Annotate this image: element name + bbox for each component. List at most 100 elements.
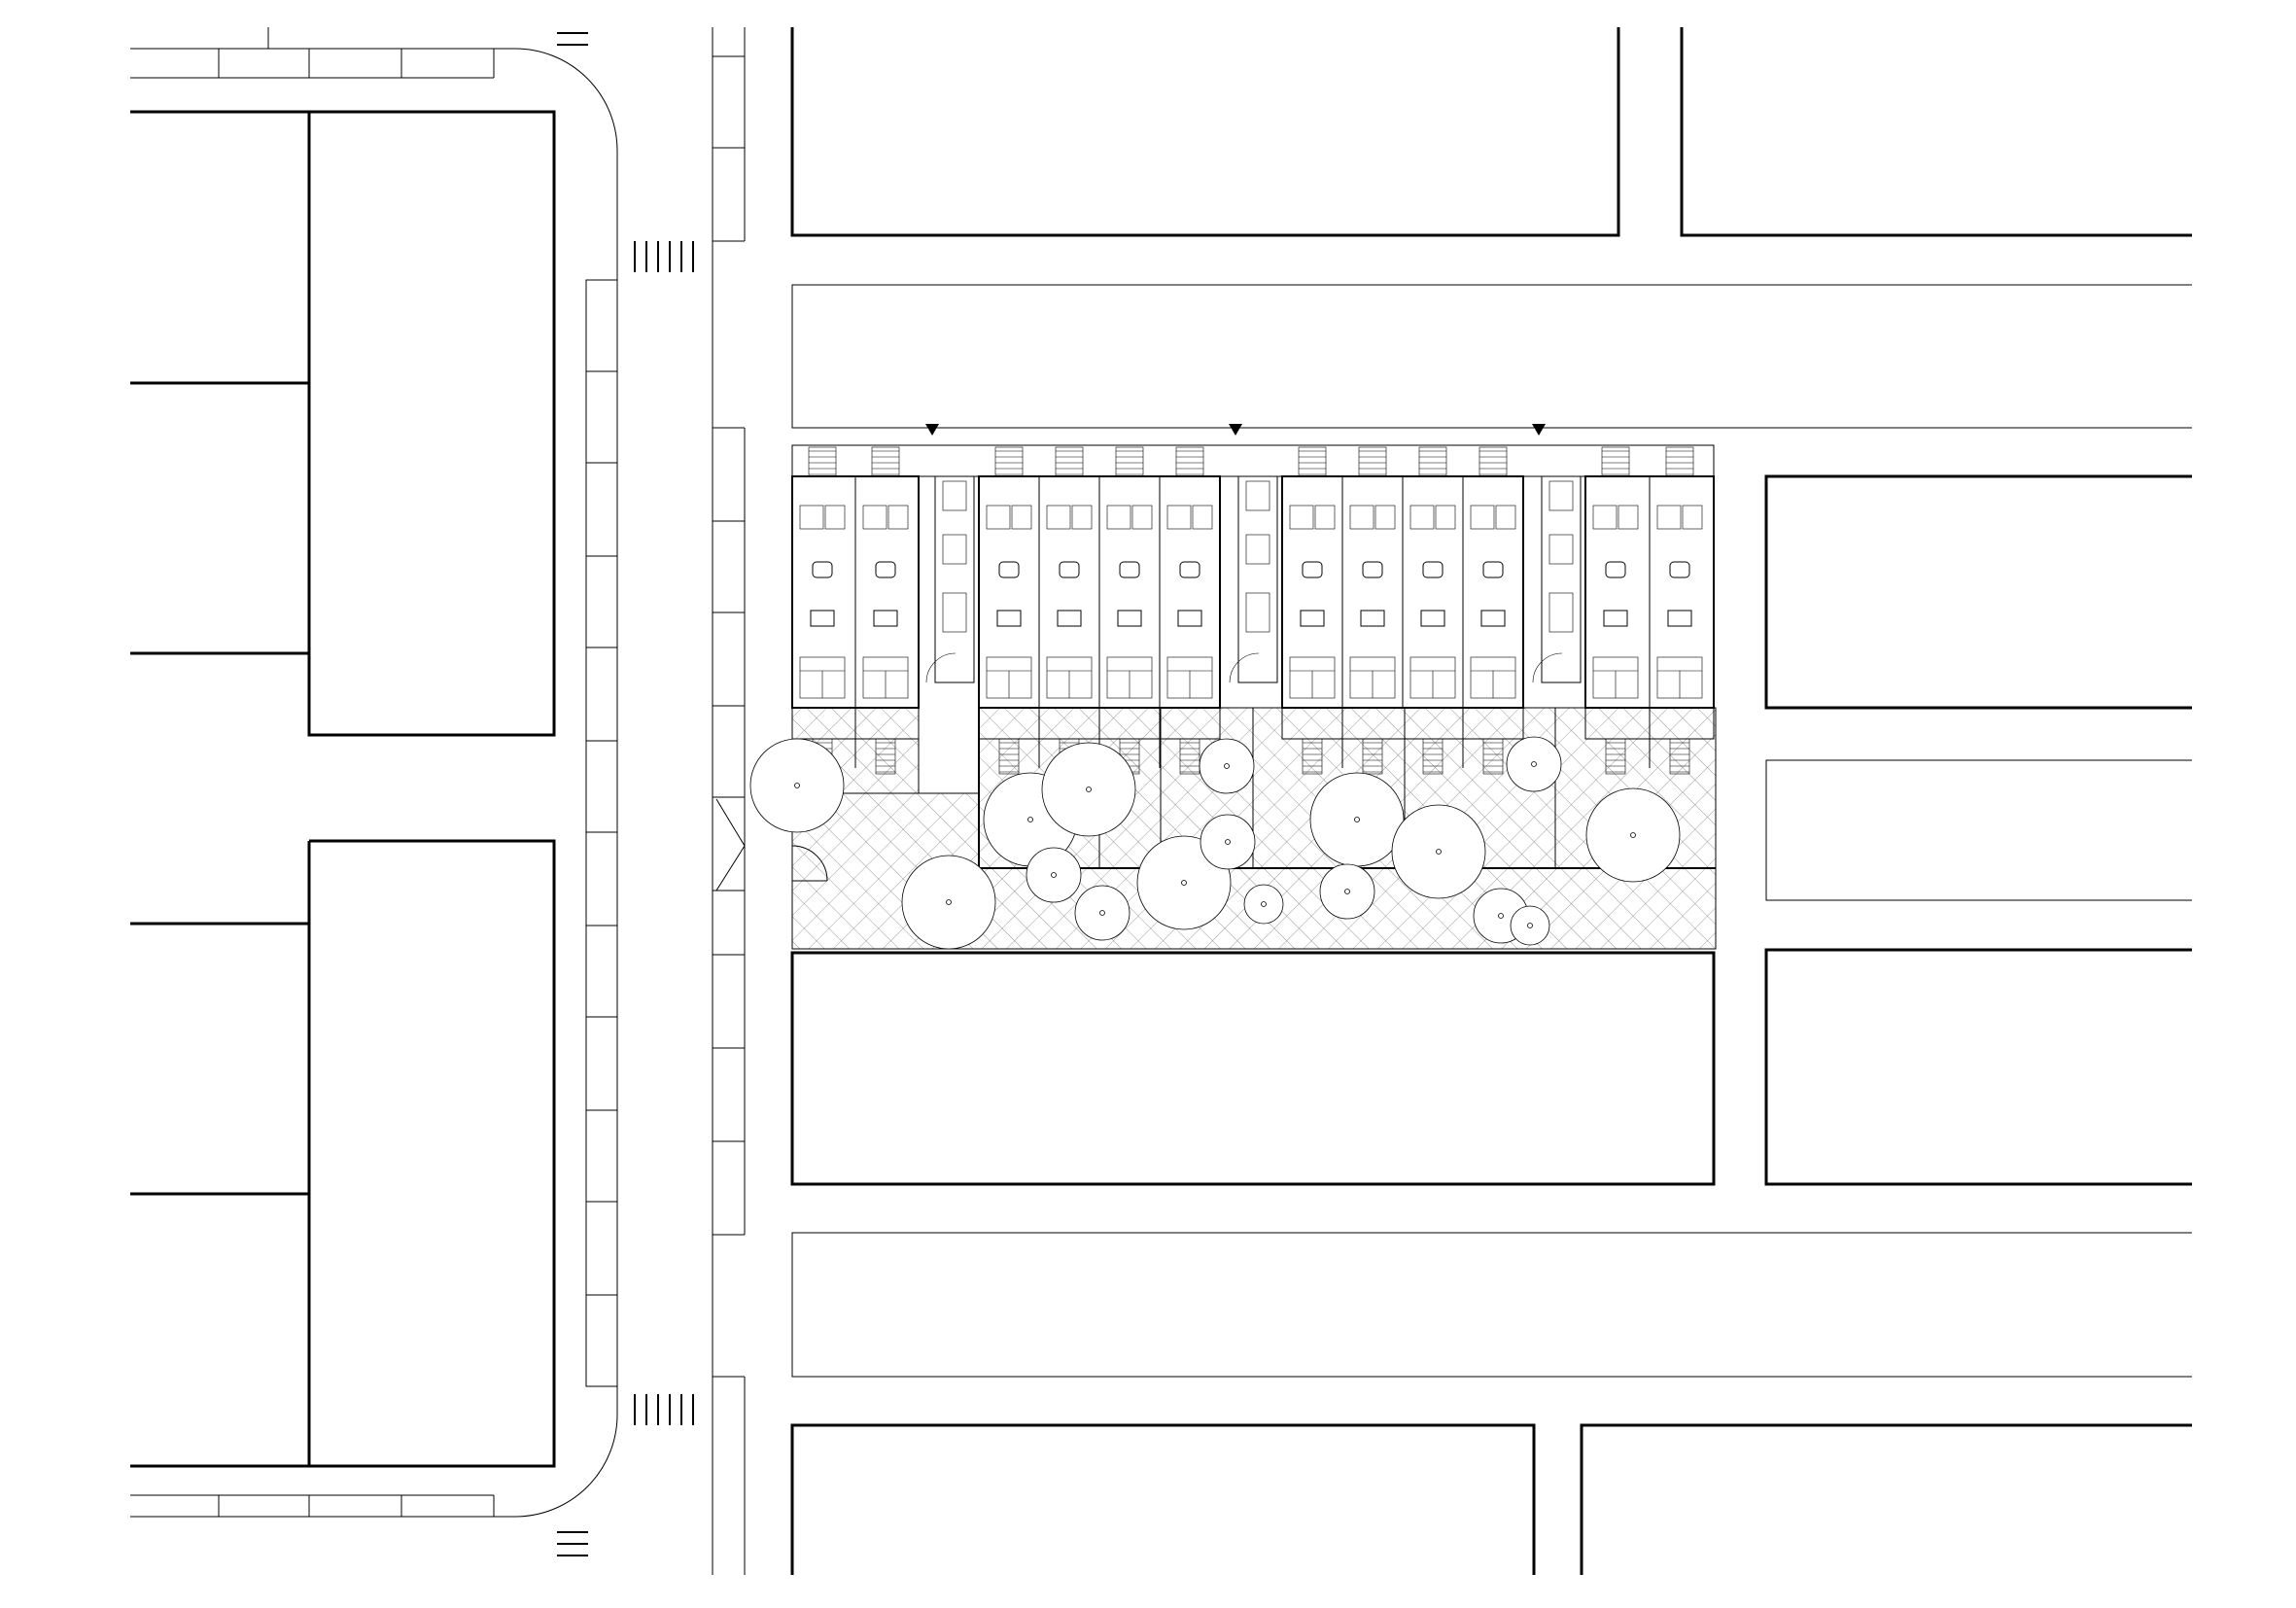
wardrobe-icon (1618, 505, 1639, 530)
wardrobe-icon (1374, 505, 1396, 530)
tree-canopy (1243, 884, 1284, 925)
bed-icon (799, 505, 824, 530)
west-block-upper (130, 110, 556, 737)
dining-table-icon (873, 610, 898, 627)
unit-pair-1 (791, 475, 920, 768)
east-block-lower (1764, 948, 2192, 1186)
garden-stair (998, 738, 1020, 775)
garden-stair (1179, 738, 1200, 775)
stair-core-2 (1229, 475, 1278, 683)
tree-trunk (1527, 923, 1533, 928)
bed-icon (1656, 505, 1682, 530)
armchair-icon (1422, 561, 1444, 578)
tree-canopy (1585, 787, 1681, 883)
armchair-icon (998, 561, 1020, 578)
tree-trunk (794, 783, 800, 788)
balcony-stair (1665, 446, 1694, 477)
tree-icon (749, 738, 845, 833)
wardrobe-icon (887, 505, 909, 530)
tree-icon (1319, 863, 1375, 920)
tree-canopy (1319, 863, 1375, 920)
bed-icon (986, 505, 1011, 530)
south-street (791, 1232, 2192, 1378)
tree-icon (1199, 738, 1255, 794)
wardrobe-icon (1071, 505, 1093, 530)
tree-trunk (1086, 787, 1092, 792)
unit-group-3 (1281, 475, 1524, 768)
tree-canopy (901, 855, 996, 950)
bed-icon (862, 505, 887, 530)
wardrobe-icon (1192, 505, 1213, 530)
armchair-icon (812, 561, 833, 578)
entry-marker-icon (1532, 424, 1546, 436)
crosswalk-south-avenue (634, 1394, 694, 1425)
crosswalk-north-avenue (634, 241, 694, 272)
north-street (791, 284, 2192, 429)
garden-stair (1605, 738, 1626, 775)
rowhouse-unit (1656, 446, 1703, 775)
south-block-left (790, 1423, 1536, 1575)
bed-icon (1592, 505, 1618, 530)
tree-trunk (1630, 832, 1636, 838)
tree-trunk (1051, 872, 1057, 878)
courtyard-south-block (790, 951, 1716, 1186)
tree-canopy (1510, 905, 1550, 946)
armchair-icon (1302, 561, 1323, 578)
tree-icon (1510, 905, 1550, 946)
dining-table-icon (1117, 610, 1142, 627)
entry-markers (925, 424, 1546, 436)
rowhouse-unit (1409, 446, 1456, 775)
tree-canopy (1200, 814, 1256, 870)
tree-canopy (1041, 742, 1136, 837)
dining-table-icon (1057, 610, 1082, 627)
rowhouse-unit (1289, 446, 1336, 775)
entry-marker-icon (1229, 424, 1242, 436)
garden-stair (1422, 738, 1444, 775)
crosswalk-north-corner (557, 32, 588, 46)
armchair-icon (1059, 561, 1080, 578)
tree-trunk (1531, 761, 1537, 767)
balcony-stair (1358, 446, 1387, 477)
tree-trunk (1224, 763, 1230, 769)
tree-trunk (946, 899, 952, 905)
balcony-stair (1601, 446, 1630, 477)
rowhouse-unit (1470, 446, 1516, 775)
tree-icon (1243, 884, 1284, 925)
balcony-stair (1175, 446, 1204, 477)
rowhouse-unit (986, 446, 1032, 775)
dining-table-icon (1603, 610, 1628, 627)
balcony-stair (1418, 446, 1447, 477)
tree-canopy (1074, 885, 1131, 941)
bed-icon (1289, 505, 1314, 530)
courtyard-gate (791, 845, 828, 882)
stair-core-1 (925, 475, 975, 683)
bed-icon (1349, 505, 1374, 530)
bed-icon (1409, 505, 1435, 530)
rowhouse-unit (862, 446, 909, 775)
rowhouse-complex (749, 444, 1717, 950)
wardrobe-icon (1495, 505, 1516, 530)
tree-icon (1309, 772, 1405, 867)
stair-core-3 (1532, 475, 1582, 683)
tree-canopy (1309, 772, 1405, 867)
tree-icon (1200, 814, 1256, 870)
bed-icon (1106, 505, 1131, 530)
dining-table-icon (996, 610, 1022, 627)
tree-trunk (1027, 817, 1033, 822)
armchair-icon (1669, 561, 1690, 578)
balcony-stair (1298, 446, 1327, 477)
courtyard-entrance-chevron (715, 798, 746, 891)
bed-icon (1046, 505, 1071, 530)
wardrobe-icon (1131, 505, 1153, 530)
entry-marker-icon (925, 424, 939, 436)
wardrobe-icon (1682, 505, 1703, 530)
armchair-icon (1605, 561, 1626, 578)
dining-table-icon (1177, 610, 1202, 627)
armchair-icon (1482, 561, 1504, 578)
unit-pair-4 (1584, 475, 1715, 768)
garden-stair (1362, 738, 1383, 775)
balcony-stair (871, 446, 900, 477)
balcony-stair (1478, 446, 1508, 477)
tree-trunk (1436, 849, 1442, 855)
tree-icon (1391, 804, 1486, 899)
